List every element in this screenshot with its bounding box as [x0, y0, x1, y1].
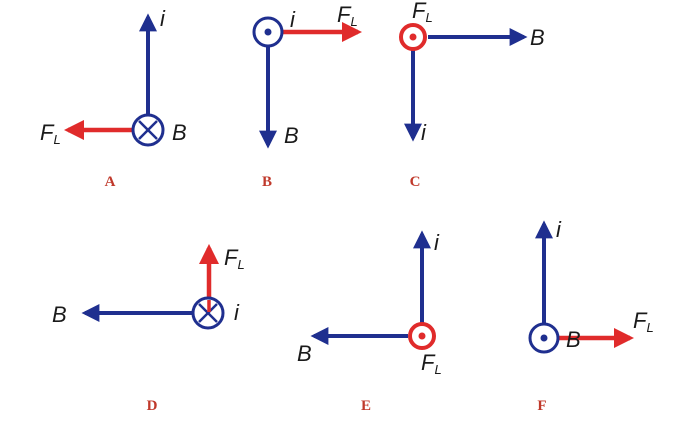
cross-stroke — [198, 303, 218, 323]
panel-label: F — [537, 398, 546, 414]
panel-label: A — [105, 174, 116, 190]
field-label: B — [52, 302, 67, 327]
panel-c: i B FL C — [399, 0, 545, 190]
panel-a: i FL B A — [40, 6, 187, 190]
current-label: i — [290, 7, 296, 32]
panel-label: B — [262, 174, 272, 190]
field-label: B — [566, 327, 581, 352]
panel-e: i B FL E — [297, 230, 442, 414]
force-label: FL — [337, 2, 358, 29]
field-label: B — [172, 120, 187, 145]
field-label: B — [530, 25, 545, 50]
dot — [418, 332, 426, 340]
dot — [540, 334, 548, 342]
force-label: FL — [224, 245, 245, 272]
current-label: i — [160, 6, 166, 31]
current-label: i — [234, 300, 240, 325]
panel-f: i FL B F — [528, 217, 654, 414]
current-label: i — [421, 120, 427, 145]
force-label: FL — [40, 120, 61, 147]
panel-b: B FL i B — [252, 2, 363, 190]
current-label: i — [556, 217, 562, 242]
panel-label: E — [361, 398, 371, 414]
panel-label: D — [147, 398, 158, 414]
force-label: FL — [421, 350, 442, 377]
force-label: FL — [633, 308, 654, 335]
field-label: B — [297, 341, 312, 366]
dot — [264, 28, 272, 36]
panel-d: B FL i D — [52, 243, 245, 414]
force-label: FL — [412, 0, 433, 25]
field-label: B — [284, 123, 299, 148]
cross-stroke — [138, 120, 158, 140]
panel-label: C — [410, 174, 421, 190]
current-label: i — [434, 230, 440, 255]
dot — [409, 33, 417, 41]
